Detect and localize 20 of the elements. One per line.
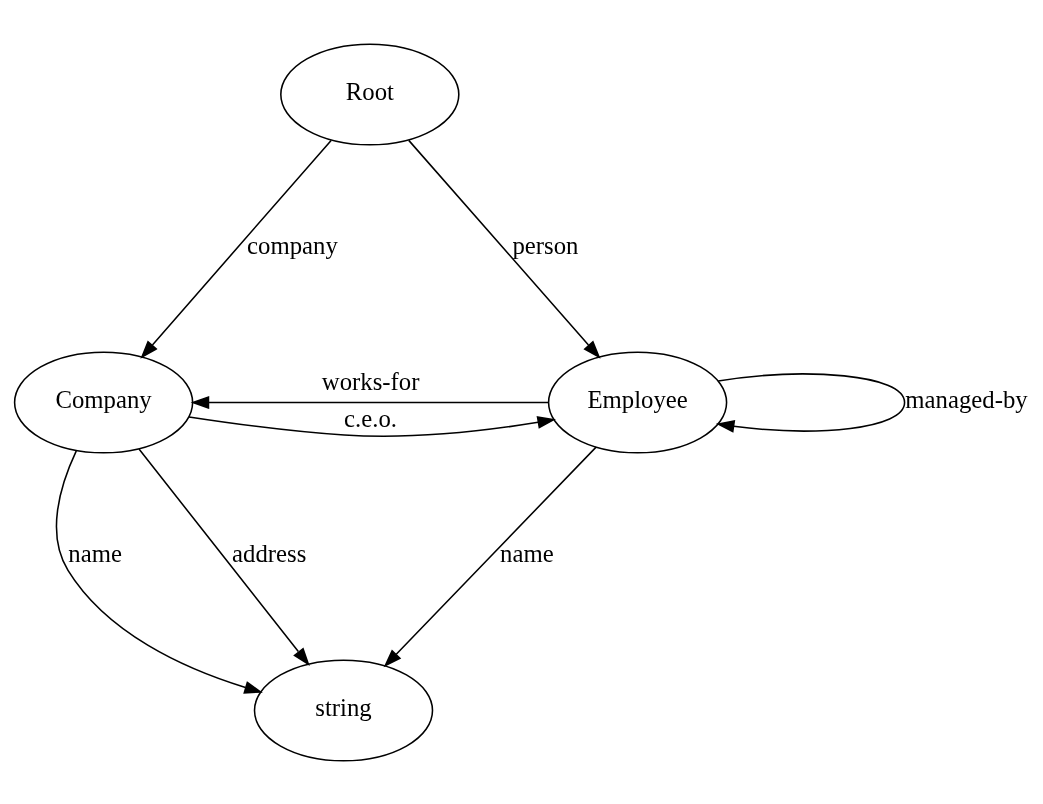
arrow [190, 395, 550, 409]
arrow [408, 139, 601, 359]
arrow [715, 372, 906, 433]
node-ellipse: Company [13, 350, 194, 454]
node-ellipse: Root [280, 42, 460, 146]
edge-label: c.e.o. [344, 404, 398, 432]
edge-label: person [512, 231, 579, 259]
arrow [383, 445, 597, 667]
edge-label: company [247, 231, 338, 259]
edge-label: name [68, 539, 122, 567]
arrow [55, 449, 263, 694]
arrow [140, 139, 332, 359]
node-ellipse: string [253, 658, 434, 762]
arrow [138, 447, 310, 666]
edge-label: works-for [321, 367, 420, 395]
node-ellipse: Employee [547, 350, 728, 454]
arrow [188, 415, 556, 437]
edge-label: address [232, 539, 307, 567]
edge-label: name [500, 539, 554, 567]
edge-label: managed-by [905, 385, 1028, 413]
